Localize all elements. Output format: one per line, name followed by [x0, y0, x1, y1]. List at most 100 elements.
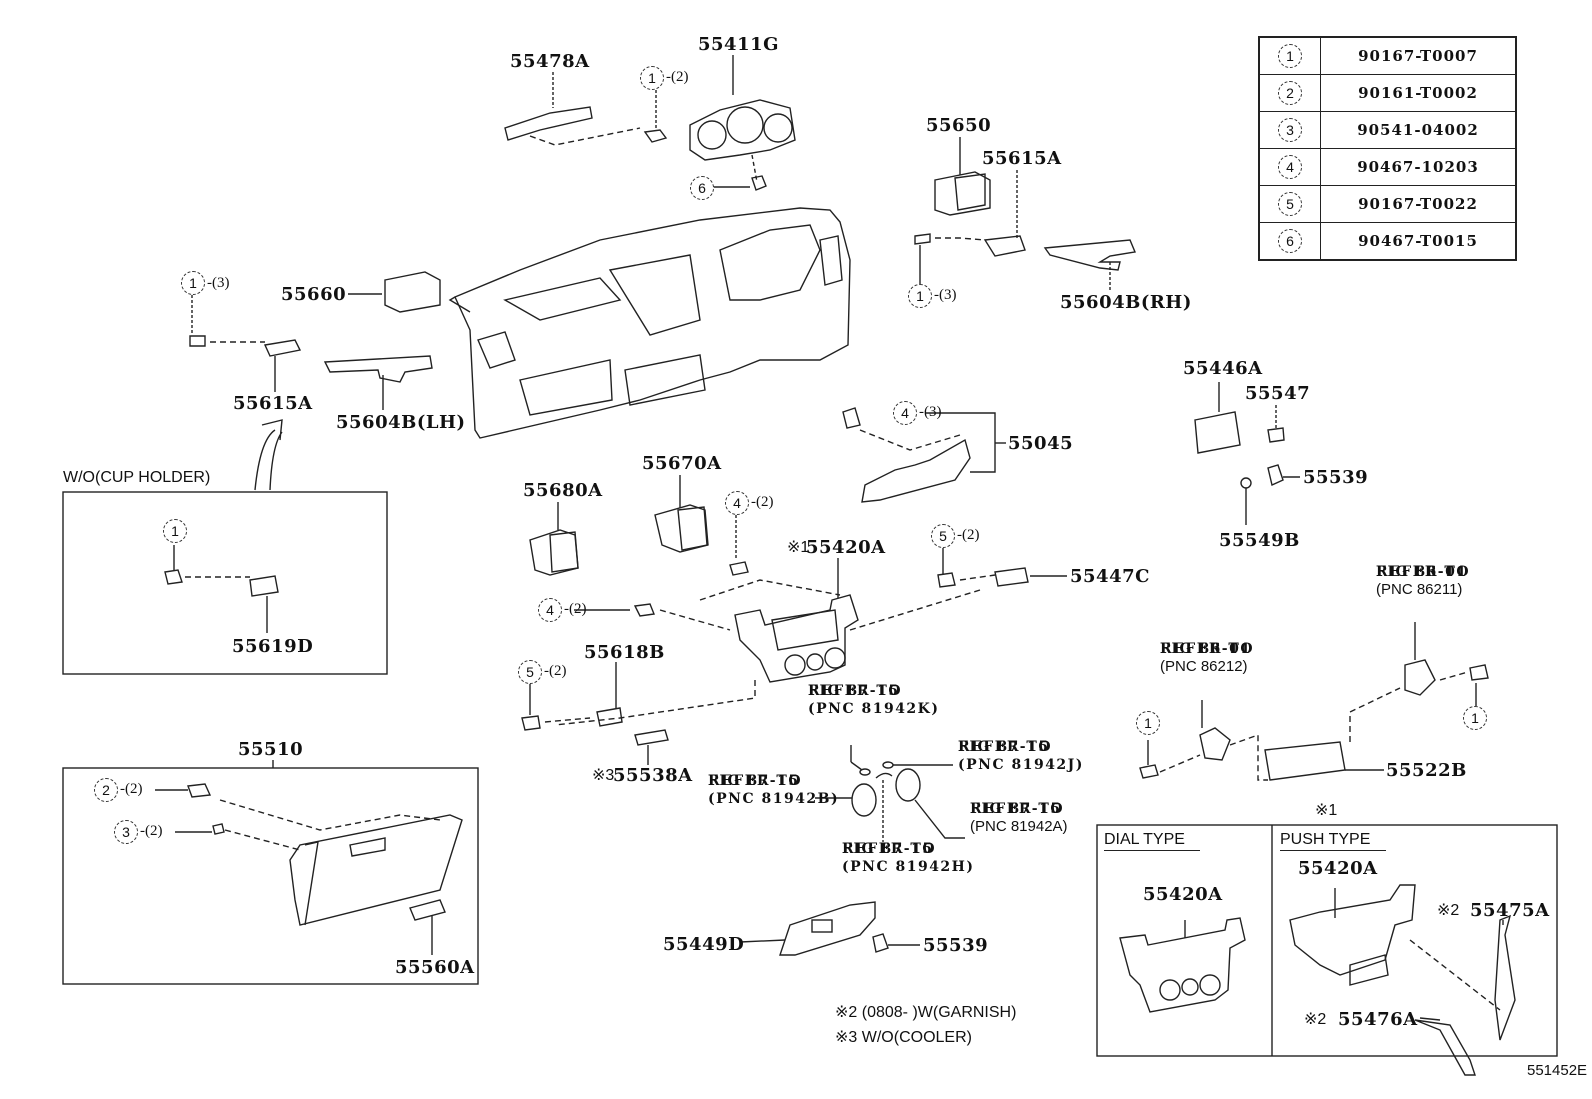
- part-label-55420A[interactable]: 55420A: [806, 537, 886, 558]
- part-label-55670A[interactable]: 55670A: [642, 453, 722, 474]
- reference-81942K[interactable]: REFER TO FIG 87-15 (PNC 81942K): [808, 683, 940, 717]
- center-panel-drawing: [554, 561, 1029, 726]
- callout-circle[interactable]: 3: [114, 820, 138, 844]
- legend-part-number[interactable]: 90161-T0002: [1320, 74, 1517, 112]
- reference-81942A[interactable]: REFER TO FIG 87-15 (PNC 81942A): [970, 801, 1068, 835]
- callout-key: 4: [1278, 155, 1302, 179]
- instrument-panel-drawing: [448, 207, 851, 439]
- legend-row: 5 90167-T0022: [1258, 185, 1517, 223]
- part-label-55539-lower[interactable]: 55539: [923, 935, 989, 956]
- callout-circle[interactable]: 1: [908, 284, 932, 308]
- figure-id: 551452E: [1527, 1062, 1588, 1079]
- glovebox-assembly-box: [62, 767, 479, 985]
- part-label-55618B[interactable]: 55618B: [584, 642, 665, 663]
- callout-key: 2: [1278, 81, 1302, 105]
- push-type-heading: PUSH TYPE: [1280, 832, 1386, 851]
- reference-86212[interactable]: REFER TO FIG 86-01 (PNC 86212): [1160, 641, 1255, 675]
- callout-qty: -(2): [957, 527, 980, 543]
- lower-panel-drawing: [842, 407, 996, 503]
- dial-type-heading: DIAL TYPE: [1104, 832, 1200, 851]
- part-label-55680A[interactable]: 55680A: [523, 480, 603, 501]
- part-label-55604B-lh[interactable]: 55604B(LH): [336, 412, 466, 433]
- callout-qty: -(2): [751, 494, 774, 510]
- cup-holder-note: W/O(CUP HOLDER): [63, 469, 211, 486]
- legend-part-number[interactable]: 90467-10203: [1320, 148, 1517, 186]
- reference-81942H[interactable]: REFER TO FIG 87-15 (PNC 81942H): [842, 841, 975, 875]
- part-label-55449D[interactable]: 55449D: [663, 934, 745, 955]
- callout-key: 6: [1278, 229, 1302, 253]
- legend-row: 4 90467-10203: [1258, 148, 1517, 186]
- reference-81942J[interactable]: REFER TO FIG 87-15 (PNC 81942J): [958, 739, 1084, 773]
- fastener-legend-table: 1 90167-T0007 2 90161-T0002 3 90541-04002 4…: [1258, 36, 1517, 261]
- callout-key: 3: [1278, 118, 1302, 142]
- note-mark-2: ※2: [1304, 1011, 1327, 1028]
- part-label-55547[interactable]: 55547: [1245, 383, 1311, 404]
- legend-part-number[interactable]: 90541-04002: [1320, 111, 1517, 149]
- note-mark-1: ※1: [787, 539, 810, 556]
- callout-key: 1: [1278, 44, 1302, 68]
- part-label-55522B[interactable]: 55522B: [1386, 760, 1467, 781]
- part-label-55447C[interactable]: 55447C: [1070, 566, 1150, 587]
- cup-holder-variant-box: [62, 491, 388, 675]
- callout-circle[interactable]: 5: [518, 660, 542, 684]
- legend-row: 6 90467-T0015: [1258, 222, 1517, 261]
- footnote-3: ※3 W/O(COOLER): [835, 1029, 972, 1046]
- footnote-2: ※2 (0808- )W(GARNISH): [835, 1004, 1017, 1021]
- callout-qty: -(2): [666, 69, 689, 85]
- legend-part-number[interactable]: 90467-T0015: [1320, 222, 1517, 261]
- reference-81942B[interactable]: REFER TO FIG 87-15 (PNC 81942B): [708, 773, 840, 807]
- callout-qty: -(3): [207, 275, 230, 291]
- legend-part-number[interactable]: 90167-T0022: [1320, 185, 1517, 223]
- part-label-55538A[interactable]: 55538A: [613, 765, 693, 786]
- part-label-55615A-rh[interactable]: 55615A: [982, 148, 1062, 169]
- part-label-55615A-lh[interactable]: 55615A: [233, 393, 313, 414]
- glovebox-drawing: [155, 783, 463, 955]
- legend-row: 3 90541-04002: [1258, 111, 1517, 149]
- callout-circle[interactable]: 4: [538, 598, 562, 622]
- part-label-55539[interactable]: 55539: [1303, 467, 1369, 488]
- callout-circle[interactable]: 1: [1136, 711, 1160, 735]
- part-label-55446A[interactable]: 55446A: [1183, 358, 1263, 379]
- part-label-55604B-rh[interactable]: 55604B(RH): [1060, 292, 1192, 313]
- callout-circle[interactable]: 1: [163, 519, 187, 543]
- part-label-55549B[interactable]: 55549B: [1219, 530, 1300, 551]
- right-vent-drawing: [914, 171, 1136, 271]
- note-mark-1-box: ※1: [1315, 802, 1338, 819]
- callout-qty: -(3): [919, 404, 942, 420]
- upper-trim-drawing: [504, 106, 668, 146]
- callout-circle[interactable]: 1: [181, 271, 205, 295]
- callout-circle[interactable]: 4: [893, 401, 917, 425]
- part-label-55650[interactable]: 55650: [926, 115, 992, 136]
- part-label-55510[interactable]: 55510: [238, 739, 304, 760]
- left-vent-drawing: [189, 271, 441, 491]
- part-label-55478A[interactable]: 55478A: [510, 51, 590, 72]
- note-mark-3: ※3: [592, 767, 615, 784]
- callout-circle[interactable]: 5: [931, 524, 955, 548]
- legend-part-number[interactable]: 90167-T0007: [1320, 36, 1517, 75]
- callout-key: 5: [1278, 192, 1302, 216]
- callout-circle[interactable]: 1: [1463, 706, 1487, 730]
- legend-row: 2 90161-T0002: [1258, 74, 1517, 112]
- callout-circle[interactable]: 6: [690, 176, 714, 200]
- part-label-55420A-dial[interactable]: 55420A: [1143, 884, 1223, 905]
- part-label-55475A[interactable]: 55475A: [1470, 900, 1550, 921]
- part-label-55045[interactable]: 55045: [1008, 433, 1074, 454]
- callout-qty: -(3): [934, 287, 957, 303]
- part-label-55476A[interactable]: 55476A: [1338, 1009, 1418, 1030]
- callout-qty: -(2): [120, 781, 143, 797]
- center-vents-drawing: [529, 504, 709, 576]
- callout-qty: -(2): [544, 663, 567, 679]
- callout-circle[interactable]: 1: [640, 66, 664, 90]
- part-label-55420A-push[interactable]: 55420A: [1298, 858, 1378, 879]
- note-mark-2: ※2: [1437, 902, 1460, 919]
- part-label-55660[interactable]: 55660: [281, 284, 347, 305]
- cluster-hood-drawing: [689, 99, 796, 191]
- part-label-55411G[interactable]: 55411G: [698, 34, 779, 55]
- part-label-55560A[interactable]: 55560A: [395, 957, 475, 978]
- leader-lines: [191, 55, 1111, 715]
- reference-86211[interactable]: REFER TO FIG 86-01 (PNC 86211): [1376, 564, 1471, 598]
- part-label-55619D[interactable]: 55619D: [232, 636, 314, 657]
- callout-circle[interactable]: 2: [94, 778, 118, 802]
- callout-circle[interactable]: 4: [725, 491, 749, 515]
